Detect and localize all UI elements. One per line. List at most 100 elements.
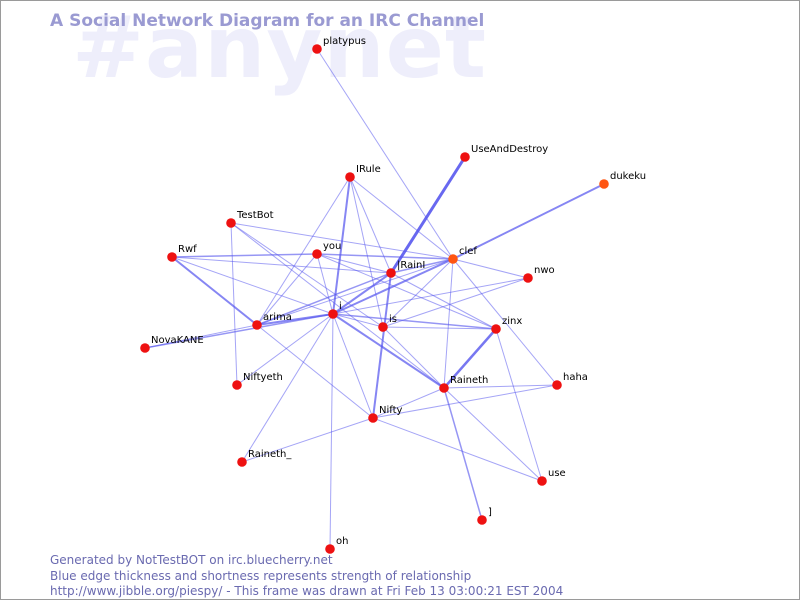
node-label: Raineth_ xyxy=(248,449,292,460)
edge-TestBot-Niftyeth xyxy=(230,222,238,386)
node-oh[interactable]: oh xyxy=(325,536,348,554)
edge-nwo-i xyxy=(332,277,529,315)
node-nwo[interactable]: nwo xyxy=(523,265,555,283)
node-dot[interactable] xyxy=(599,179,609,189)
node-is[interactable]: is xyxy=(378,314,397,332)
node-Nifty[interactable]: Nifty xyxy=(368,405,403,423)
node-label: platypus xyxy=(323,36,366,47)
node-label: clef xyxy=(459,246,477,257)
node-TestBot[interactable]: TestBot xyxy=(226,210,274,228)
node-dot[interactable] xyxy=(167,252,177,262)
edge-clef-is xyxy=(382,258,454,328)
node-dot[interactable] xyxy=(252,320,262,330)
node-label: haha xyxy=(563,372,588,383)
node-haha[interactable]: haha xyxy=(552,372,588,390)
node-label: TestBot xyxy=(236,210,274,221)
node-Raineth_[interactable]: Raineth_ xyxy=(237,449,292,467)
edge-IRule-IRainI xyxy=(349,176,392,274)
node-dot[interactable] xyxy=(312,249,322,259)
node-IRainI[interactable]: |RainI xyxy=(386,260,425,278)
edge-IRule-is xyxy=(349,176,384,328)
node-label: ] xyxy=(488,507,492,518)
node-dot[interactable] xyxy=(491,324,501,334)
node-dot[interactable] xyxy=(386,268,396,278)
node-label: nwo xyxy=(534,265,555,276)
node-NovaKANE[interactable]: NovaKANE xyxy=(140,335,204,353)
node-label: Nifty xyxy=(379,405,403,416)
edge-platypus-clef xyxy=(316,48,454,260)
edge-IRule-arima xyxy=(256,176,351,326)
node-i[interactable]: i xyxy=(328,301,342,319)
node-Niftyeth[interactable]: Niftyeth xyxy=(232,372,283,390)
node-dot[interactable] xyxy=(439,383,449,393)
node-dot[interactable] xyxy=(328,309,338,319)
node-dot[interactable] xyxy=(552,380,562,390)
footer-generated-by: Generated by NotTestBOT on irc.bluecherr… xyxy=(50,553,333,567)
node-label: NovaKANE xyxy=(151,335,204,346)
edge-TestBot-is xyxy=(230,222,384,328)
node-IRule[interactable]: IRule xyxy=(345,164,381,182)
node-dukeku[interactable]: dukeku xyxy=(599,171,646,189)
node-dot[interactable] xyxy=(345,172,355,182)
edge-Raineth-Nifty xyxy=(372,387,445,419)
footer-frame-info: http://www.jibble.org/piespy/ - This fra… xyxy=(50,584,564,598)
node-dot[interactable] xyxy=(368,413,378,423)
node-label: |RainI xyxy=(397,260,425,271)
node-Raineth[interactable]: Raineth xyxy=(439,375,488,393)
node-dot[interactable] xyxy=(537,476,547,486)
node-label: IRule xyxy=(356,164,381,175)
edge-i-Niftyeth xyxy=(236,313,334,386)
edge-nwo-is xyxy=(382,277,529,328)
edge-Nifty-haha xyxy=(372,384,558,419)
edge-Rwf-IRainI xyxy=(171,256,392,274)
edge-UseAndDestroy-IRainI xyxy=(389,156,467,274)
edge-i-zinx xyxy=(332,313,497,330)
edge-is-Raineth xyxy=(382,326,445,389)
edge-clef-haha xyxy=(452,258,558,386)
node-label: Raineth xyxy=(450,375,488,386)
edge-i-Raineth_ xyxy=(241,313,334,463)
edge-zinx-use xyxy=(495,328,543,482)
node-platypus[interactable]: platypus xyxy=(312,36,366,54)
node-you[interactable]: you xyxy=(312,241,341,259)
edge-IRainI-zinx xyxy=(390,272,497,330)
edge-i-is xyxy=(332,313,384,328)
node-dot[interactable] xyxy=(523,273,533,283)
edge-Raineth-haha xyxy=(443,384,558,389)
node-UseAndDestroy[interactable]: UseAndDestroy xyxy=(460,144,548,162)
node-dot[interactable] xyxy=(460,152,470,162)
edge-clef-Raineth xyxy=(443,258,454,389)
node-dot[interactable] xyxy=(140,343,150,353)
node-label: Rwf xyxy=(178,244,197,255)
node-dot[interactable] xyxy=(312,44,322,54)
node-label: oh xyxy=(336,536,348,547)
node-zinx[interactable]: zinx xyxy=(491,316,522,334)
edge-Rwf-arima xyxy=(171,256,258,326)
node-dot[interactable] xyxy=(448,254,458,264)
node-use[interactable]: use xyxy=(537,468,566,486)
edge-i-Nifty xyxy=(332,313,374,419)
edge-TestBot-Raineth xyxy=(230,222,445,389)
channel-watermark: #anynet xyxy=(72,0,488,98)
edge-arima-Nifty xyxy=(256,324,374,419)
node-dot[interactable] xyxy=(237,457,247,467)
node-label: is xyxy=(389,314,397,325)
edge-clef-arima xyxy=(256,258,454,326)
node-arima[interactable]: arima xyxy=(252,312,292,330)
diagram-title: A Social Network Diagram for an IRC Chan… xyxy=(50,11,485,31)
node-clef[interactable]: clef xyxy=(448,246,477,264)
node-label: UseAndDestroy xyxy=(471,144,548,155)
edge-TestBot-clef xyxy=(230,222,454,260)
node-dot[interactable] xyxy=(226,218,236,228)
node-dot[interactable] xyxy=(378,322,388,332)
node-bracket[interactable]: ] xyxy=(477,507,492,525)
edge-you-zinx xyxy=(316,253,497,330)
node-dot[interactable] xyxy=(232,380,242,390)
edge-Rwf-you xyxy=(171,253,318,258)
edge-IRule-clef xyxy=(349,176,454,260)
node-Rwf[interactable]: Rwf xyxy=(167,244,197,262)
node-label: Niftyeth xyxy=(243,372,283,383)
node-dot[interactable] xyxy=(477,515,487,525)
edge-IRainI-i xyxy=(332,272,392,315)
node-dot[interactable] xyxy=(325,544,335,554)
